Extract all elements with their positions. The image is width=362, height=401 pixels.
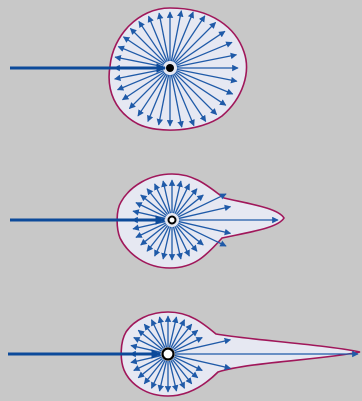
panel-top [10, 8, 246, 130]
center-ring-bottom [163, 349, 174, 360]
center-ring-middle [169, 217, 176, 224]
center-dot-top [166, 64, 174, 72]
panel-bottom [8, 312, 360, 396]
panel-middle [10, 174, 284, 268]
